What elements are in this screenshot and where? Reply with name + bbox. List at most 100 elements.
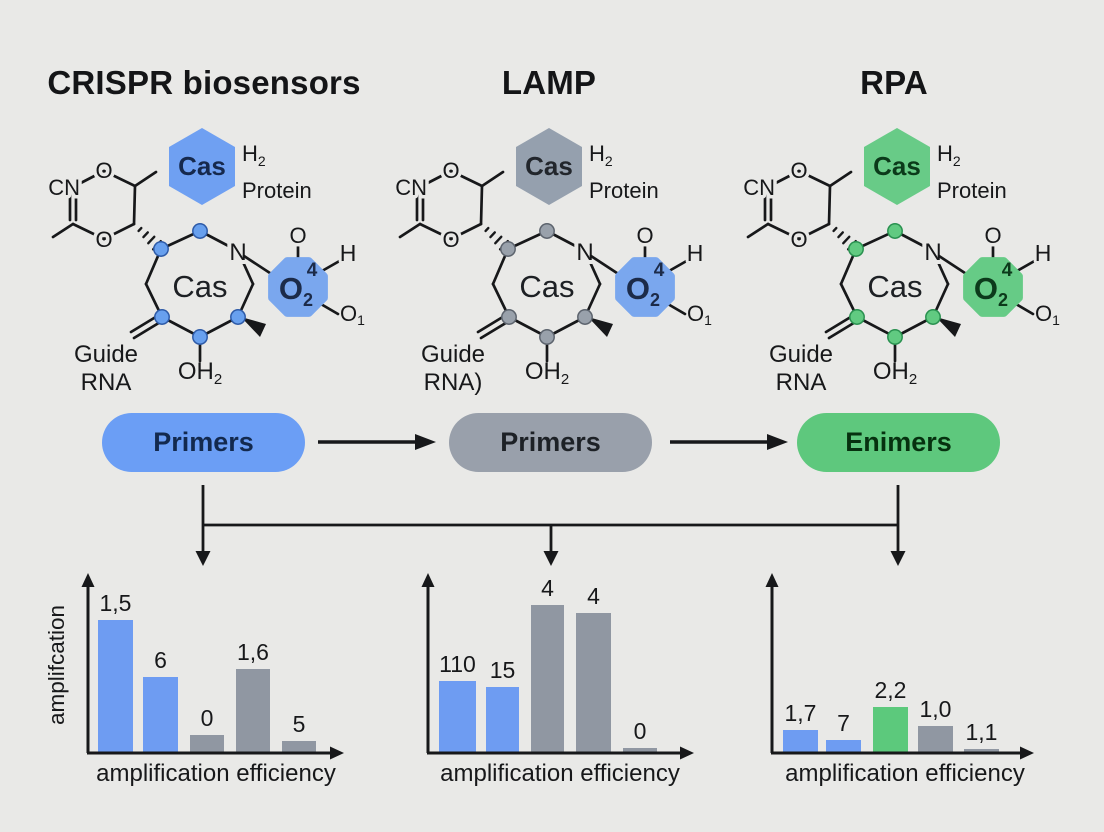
guide-rna-label: RNA: [81, 369, 132, 396]
o-atom-label: O: [442, 227, 459, 252]
cn-label: CN: [395, 175, 427, 200]
bond: [931, 249, 950, 286]
bar: [236, 669, 270, 752]
protein-label: Protein: [937, 178, 1007, 203]
bond: [449, 169, 484, 188]
h-atom-label: H: [1035, 240, 1052, 266]
bond: [449, 222, 483, 241]
arrow-head: [543, 551, 559, 566]
bar-value-label: 15: [490, 657, 516, 683]
bar-value-label: 1,7: [785, 700, 817, 726]
ring-node-dot: [500, 241, 516, 257]
bar: [783, 730, 818, 752]
bond: [133, 170, 158, 188]
oh2-label: OH2: [525, 358, 569, 388]
flow-arrow-icon: [670, 434, 788, 450]
ring-node-dot: [577, 309, 593, 325]
o-atom-label: O: [790, 158, 807, 183]
bar-value-label: 2,2: [875, 677, 907, 703]
x-axis-label: amplification efficiency: [96, 760, 336, 787]
bar-value-label: 1,1: [966, 719, 998, 745]
protein-label: Protein: [589, 178, 659, 203]
flow-arrow-icon: [318, 434, 436, 450]
o2-blob: [615, 257, 675, 317]
bond: [142, 231, 149, 239]
cas-hexagon-label: Cas: [873, 151, 921, 181]
o1-label: O1: [687, 301, 712, 328]
x-axis-label: amplification efficiency: [440, 760, 680, 787]
o2-superscript: 4: [307, 260, 318, 281]
bar-value-label: 1,6: [237, 639, 269, 665]
o-atom-label: O: [790, 227, 807, 252]
y-axis-label: amplifcation: [44, 605, 69, 725]
bond: [489, 231, 496, 239]
ring-node-dot: [192, 329, 208, 345]
o1-label: O1: [1035, 301, 1060, 328]
bar: [918, 726, 953, 752]
cas-ring-label: Cas: [867, 269, 922, 304]
bar: [531, 605, 564, 752]
bar: [98, 620, 133, 752]
y-axis-arrow: [81, 573, 95, 587]
bar: [826, 740, 861, 752]
bond: [137, 226, 143, 233]
primers-pill-rpa: Enimers: [797, 413, 1000, 472]
ring-node-dot: [192, 223, 208, 239]
n-atom-label: N: [229, 239, 246, 266]
o-atom-label: O: [95, 158, 112, 183]
h-atom-label: H: [340, 240, 357, 266]
ring-node-dot: [153, 241, 169, 257]
h2-label: H2: [589, 141, 613, 169]
o-atom-label: O: [636, 223, 653, 248]
oh2-label: OH2: [873, 358, 917, 388]
arrow-head: [415, 434, 436, 450]
bond: [418, 222, 453, 241]
chart-group: 1,7 7 2,2 1,0 1,1 amplification efficiency: [765, 573, 1034, 787]
h-atom-label: H: [687, 240, 704, 266]
distribution-connector: [195, 485, 906, 566]
bond: [102, 169, 137, 188]
wedge-bond: [936, 317, 961, 337]
bond: [398, 222, 422, 239]
ring-node-dot: [887, 329, 903, 345]
x-axis-label: amplification efficiency: [785, 760, 1025, 787]
cas-ring-label: Cas: [519, 269, 574, 304]
guide-rna-label: RNA: [776, 369, 827, 396]
bond: [583, 249, 602, 286]
arrow-head: [195, 551, 211, 566]
guide-rna-label: Guide: [421, 341, 485, 368]
bond: [837, 231, 844, 239]
bar-value-label: 1,0: [920, 696, 952, 722]
cas-hexagon-label: Cas: [525, 151, 573, 181]
bond: [746, 222, 770, 239]
bond: [828, 170, 853, 188]
ring-node-dot: [849, 309, 865, 325]
o-atom-label: O: [442, 158, 459, 183]
bond: [418, 169, 453, 189]
bar: [486, 687, 519, 752]
o2-blob: [963, 257, 1023, 317]
bond: [147, 235, 156, 245]
primers-pill-lamp: Primers: [449, 413, 652, 472]
o2-superscript: 4: [654, 260, 665, 281]
bar-value-label: 6: [154, 647, 167, 673]
bond: [102, 222, 136, 241]
column-title-crispr: CRISPR biosensors: [47, 64, 361, 101]
ring-node-dot: [539, 223, 555, 239]
o2-label: O2: [974, 271, 1008, 310]
bond: [797, 169, 832, 188]
wedge-bond: [588, 317, 613, 337]
bar-value-label: 1,5: [100, 590, 132, 616]
oh2-label: OH2: [178, 358, 222, 388]
o2-superscript: 4: [1002, 260, 1013, 281]
bar: [964, 749, 999, 752]
ring-node-dot: [848, 241, 864, 257]
bar-value-label: 7: [837, 710, 850, 736]
